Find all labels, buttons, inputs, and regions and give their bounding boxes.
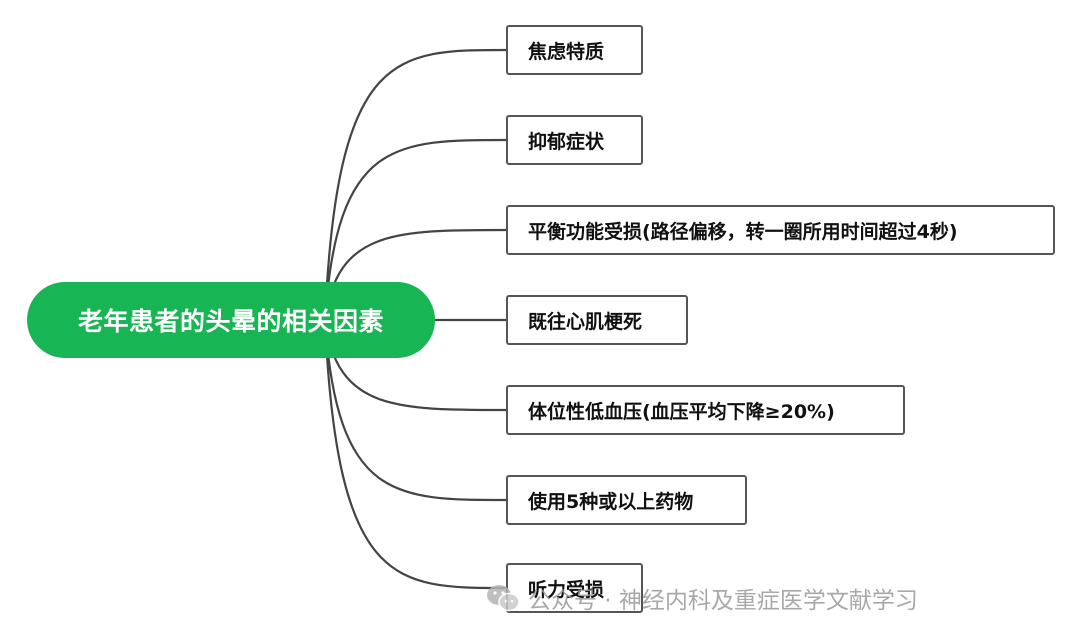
connector-line xyxy=(323,319,507,502)
connector-line xyxy=(323,138,507,321)
branch-anxiety-trait: 焦虑特质 xyxy=(506,25,643,75)
wechat-icon xyxy=(486,584,520,612)
connector-line xyxy=(323,48,507,321)
branch-polypharmacy: 使用5种或以上药物 xyxy=(506,475,747,525)
root-topic: 老年患者的头晕的相关因素 xyxy=(27,282,435,358)
watermark: 公众号 · 神经内科及重症医学文献学习 xyxy=(486,578,918,618)
watermark-text: 公众号 · 神经内科及重症医学文献学习 xyxy=(528,588,918,614)
branch-balance-impairment: 平衡功能受损(路径偏移，转一圈所用时间超过4秒) xyxy=(506,205,1055,255)
branch-orthostatic-hypotension: 体位性低血压(血压平均下降≥20%) xyxy=(506,385,905,435)
connector-line xyxy=(323,319,507,590)
branch-depression-symptoms: 抑郁症状 xyxy=(506,115,643,165)
branch-myocardial-infarction: 既往心肌梗死 xyxy=(506,295,688,345)
